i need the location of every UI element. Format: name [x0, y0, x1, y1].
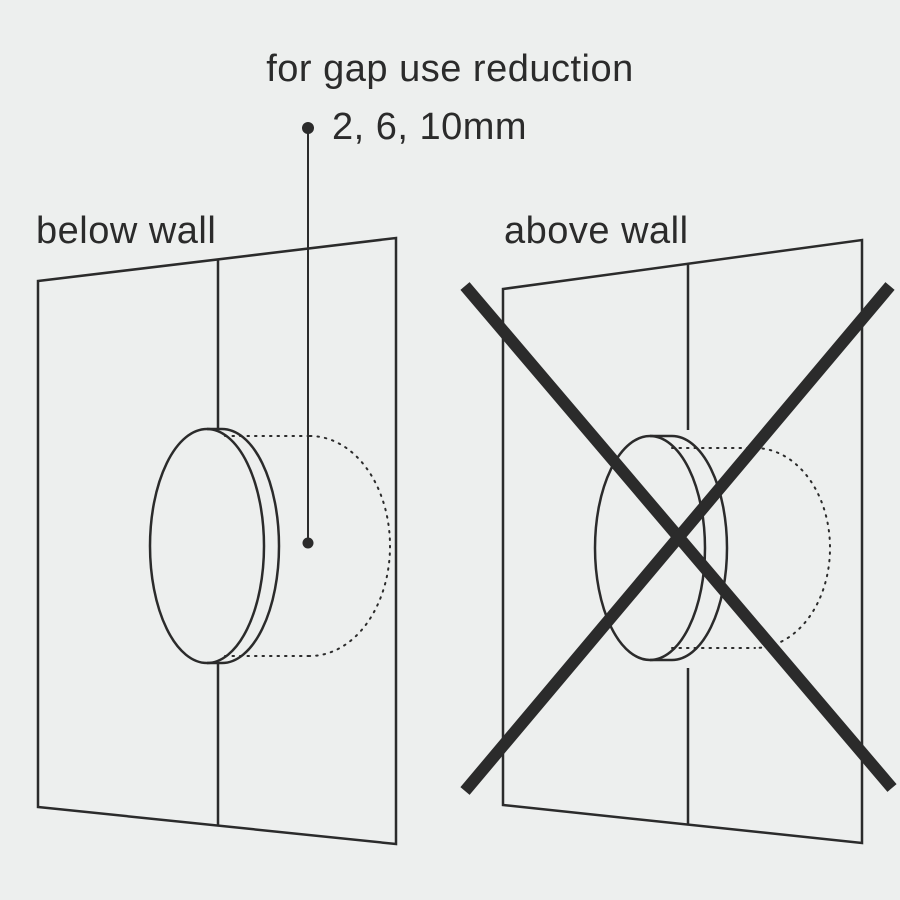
leader-end-dot-icon: [302, 537, 314, 549]
annotation-title: for gap use reduction: [266, 48, 634, 90]
annotation-sizes: 2, 6, 10mm: [332, 106, 528, 148]
left-socket-recessed-arc: [309, 435, 391, 657]
left-socket-front-ellipse: [148, 427, 266, 665]
cross-out-stroke-2: [460, 282, 895, 795]
right-socket-depth-arc: [754, 447, 831, 649]
cross-out-icon: [460, 282, 897, 795]
right-socket-depth-dotted: [671, 447, 831, 649]
left-socket-rim: [221, 427, 281, 665]
left-socket-recessed-dotted: [224, 435, 391, 657]
right-wall-outline: [501, 238, 864, 845]
right-wall-figure: [460, 238, 897, 845]
leader-start-dot-icon: [302, 122, 314, 134]
left-panel-label: below wall: [36, 210, 217, 252]
gap-callout: [302, 122, 314, 549]
left-wall-outline: [36, 236, 398, 846]
right-panel-label: above wall: [504, 210, 689, 252]
left-wall-figure: [36, 236, 398, 846]
